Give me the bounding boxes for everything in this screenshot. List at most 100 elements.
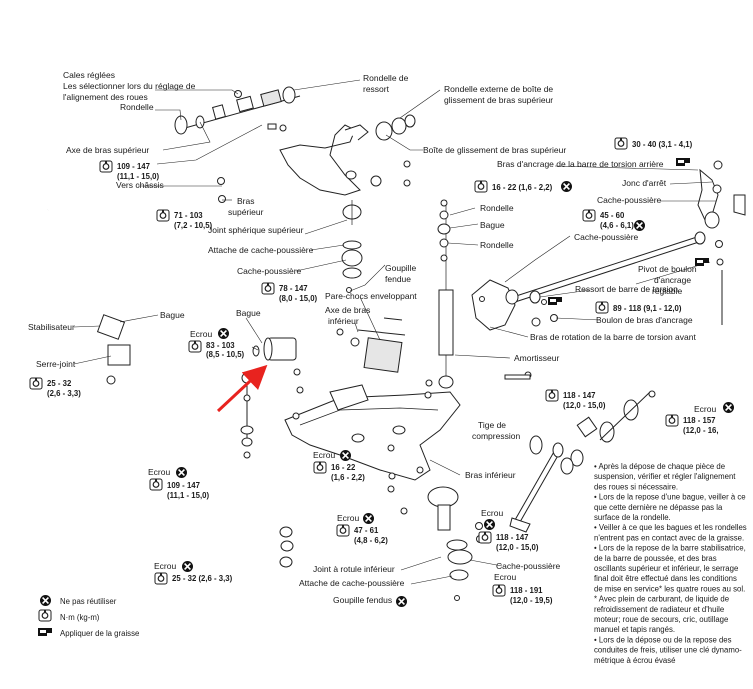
label-jonc: Jonc d'arrêt xyxy=(622,178,667,188)
label-bague-a: Bague xyxy=(480,220,505,230)
note-line: des roues si nécessaire. xyxy=(594,482,678,491)
torque-4-line-1: 45 - 60 xyxy=(600,211,625,220)
no-reuse-icon xyxy=(339,449,352,462)
label-attache-cp-1: Attache de cache-poussière xyxy=(208,245,314,255)
note-line: • Après la dépose de chaque pièce de xyxy=(594,462,725,471)
label-pare-chocs: Pare-chocs enveloppant xyxy=(325,291,417,301)
label-rondelle-ext-1: Rondelle externe de boîte de xyxy=(444,84,553,94)
no-reuse-icon xyxy=(395,595,408,608)
grease-icon xyxy=(548,297,562,305)
stabilizer-link xyxy=(240,385,254,459)
label-stabilisateur: Stabilisateur xyxy=(28,322,75,332)
torque-12-line-1: 16 - 22 xyxy=(331,463,356,472)
torque-16-line-1: 25 - 32 (2,6 - 3,3) xyxy=(172,574,233,583)
torque-12-line-2: (1,6 - 2,2) xyxy=(331,473,365,482)
torque-1-line-2: (11,1 - 15,0) xyxy=(117,172,159,181)
torque-17-line-2: (12,0 - 19,5) xyxy=(510,596,553,605)
label-boite-gliss: Boîte de glissement de bras supérieur xyxy=(423,145,566,155)
label-joint-rot-inf: Joint à rotule inférieur xyxy=(313,564,395,574)
no-reuse-icon xyxy=(633,219,646,232)
torque-wrench-icon xyxy=(665,414,679,427)
note-line: n'entrent pas en contact avec de la grai… xyxy=(594,533,744,542)
note-line: • Lors de la dépose ou de la repose des xyxy=(594,635,732,644)
torque-13-line-2: (11,1 - 15,0) xyxy=(167,491,209,500)
torque-14-line-1: 47 - 61 xyxy=(354,526,379,535)
label-ecrou-b: Ecrou xyxy=(694,404,716,414)
label-rondelle-ressort-1: Rondelle de xyxy=(363,73,409,83)
note-line: • Veiller à ce que les bagues et les ron… xyxy=(594,523,747,532)
label-tige-1: Tige de xyxy=(478,420,506,430)
torque-9-line-2: (2,6 - 3,3) xyxy=(47,389,81,398)
label-ecrou-e: Ecrou xyxy=(337,513,359,523)
note-line: métrique à écrou évasé xyxy=(594,656,675,665)
legend: Ne pas réutiliser N·m (kg-m) Appliquer d… xyxy=(38,594,139,638)
label-pivot-3: réglable xyxy=(652,286,683,296)
parts-drawing xyxy=(41,86,746,601)
note-line: manuel et tapis rangés. xyxy=(594,625,675,634)
note-line: de mise en service* les quatre roues au … xyxy=(594,584,745,593)
note-line: suspension, vérifier et régler l'alignem… xyxy=(594,472,736,481)
label-amortisseur: Amortisseur xyxy=(514,353,560,363)
no-reuse-icon xyxy=(560,180,573,193)
torque-6-line-2: (8,0 - 15,0) xyxy=(279,294,318,303)
note-line: • Lors de la repose de la barre stabilis… xyxy=(594,544,746,553)
note-line: que cette dernière ne dépasse pas la xyxy=(594,503,723,512)
label-ressort-barre: Ressort de barre de torsion xyxy=(575,284,678,294)
torque-wrench-icon xyxy=(154,572,168,585)
no-reuse-icon xyxy=(362,512,375,525)
torque-wrench-icon xyxy=(261,282,275,295)
label-bague-c: Bague xyxy=(236,308,261,318)
label-goupille-1: Goupille xyxy=(385,263,416,273)
label-rondelle-c: Rondelle xyxy=(480,240,514,250)
torque-17-line-1: 118 - 191 xyxy=(510,586,543,595)
torque-wrench-icon xyxy=(156,209,170,222)
label-cales-3: l'alignement des roues xyxy=(63,92,148,102)
torque-wrench-icon xyxy=(38,609,52,622)
label-cache-pouss-3: Cache-poussière xyxy=(496,561,561,571)
torque-wrench-icon xyxy=(492,584,506,597)
label-bras-ancrage-arr: Bras d'ancrage de la barre de torsion ar… xyxy=(497,159,664,169)
label-bras-rot: Bras de rotation de la barre de torsion … xyxy=(530,332,696,342)
label-boulon-bras: Boulon de bras d'ancrage xyxy=(596,315,693,325)
label-pivot-1: Pivot de boulon xyxy=(638,264,697,274)
torque-13-line-1: 109 - 147 xyxy=(167,481,200,490)
label-rondelle-ressort-2: ressort xyxy=(363,84,390,94)
no-reuse-icon xyxy=(483,518,496,531)
legend-grease: Appliquer de la graisse xyxy=(60,629,139,638)
compression-rod-bushings xyxy=(529,390,656,475)
note-line: final doit être effectué dans les condit… xyxy=(594,574,737,583)
label-serre-joint: Serre-joint xyxy=(36,359,76,369)
note-line: • Lors de la repose d'une bague, veiller… xyxy=(594,493,746,502)
torque-wrench-icon xyxy=(614,137,628,150)
note-line: de la barre de poussée, et des bras xyxy=(594,554,717,563)
torque-2-line-2: (7,2 - 10,5) xyxy=(174,221,213,230)
torque-1-line-1: 109 - 147 xyxy=(117,162,150,171)
torque-4-line-2: (4,6 - 6,1) xyxy=(600,221,634,230)
grease-icon xyxy=(695,258,709,266)
torque-14-line-2: (4,8 - 6,2) xyxy=(354,536,388,545)
label-cales-1: Cales réglées xyxy=(63,70,115,80)
torque-3-line-1: 16 - 22 (1,6 - 2,2) xyxy=(492,183,553,192)
label-cache-pouss-2: Cache-poussière xyxy=(574,232,639,242)
torque-8-line-1: 83 - 103 xyxy=(206,341,235,350)
label-attache-cp-2: Attache de cache-poussière xyxy=(299,578,405,588)
torque-15-line-2: (12,0 - 15,0) xyxy=(496,543,539,552)
label-axe-inf-2: inférieur xyxy=(328,316,359,326)
note-line: refroidissement de radiateur et d'huile xyxy=(594,605,724,614)
torque-wrench-icon xyxy=(582,209,596,222)
torque-6-line-1: 78 - 147 xyxy=(279,284,308,293)
legend-unit: N·m (kg-m) xyxy=(60,613,100,622)
leader-lines xyxy=(73,79,716,585)
shock-absorber xyxy=(437,199,454,389)
no-reuse-icon xyxy=(722,401,735,414)
label-joint-sph-sup: Joint sphérique supérieur xyxy=(208,225,304,235)
label-rondelle-a: Rondelle xyxy=(120,102,154,112)
label-goupille-fendus: Goupille fendus xyxy=(333,595,392,605)
upper-arm-axle xyxy=(174,86,301,135)
torque-wrench-icon xyxy=(188,340,202,353)
note-line: surface de la rondelle. xyxy=(594,513,671,522)
note-line: oscillants supérieur et inférieur, le se… xyxy=(594,564,738,573)
labels-layer: Cales réglées Les sélectionner lors du r… xyxy=(28,70,716,605)
label-bras-inf: Bras inférieur xyxy=(465,470,516,480)
